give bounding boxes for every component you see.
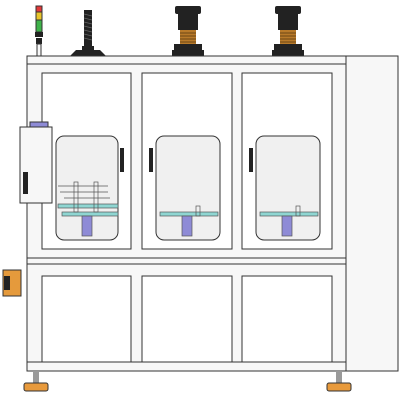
fixture-assembly	[159, 205, 219, 237]
cabinet-side-panel	[345, 55, 399, 372]
middle-rail	[26, 257, 347, 265]
control-box-handle-icon[interactable]	[23, 172, 28, 194]
lower-door-middle[interactable]	[141, 275, 233, 363]
upper-door-left[interactable]	[41, 72, 132, 250]
leveling-foot-icon	[23, 371, 49, 392]
ball-screw-actuator-icon	[172, 6, 204, 56]
push-button-icon[interactable]	[2, 269, 22, 297]
fixture-assembly	[259, 205, 319, 237]
door-handle-icon[interactable]	[120, 148, 124, 172]
lower-door-left[interactable]	[41, 275, 132, 363]
control-box	[19, 121, 53, 204]
ball-screw-actuator-icon	[272, 6, 304, 56]
leveling-foot-icon	[326, 371, 352, 392]
door-handle-icon[interactable]	[249, 148, 253, 172]
fixture-assembly	[57, 181, 119, 237]
lower-door-right[interactable]	[241, 275, 333, 363]
door-handle-icon[interactable]	[149, 148, 153, 172]
threaded-rod-icon	[70, 10, 106, 56]
